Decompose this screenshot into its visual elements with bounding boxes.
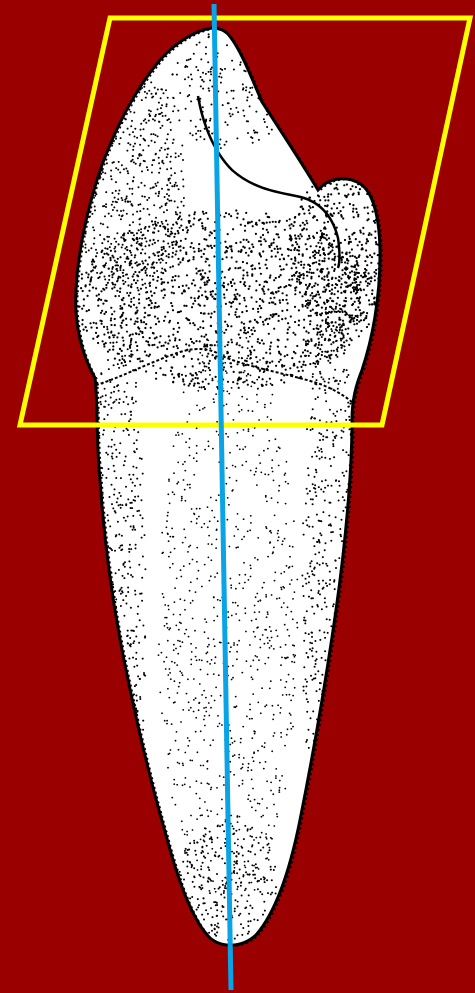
tooth-diagram	[0, 0, 475, 993]
diagram-canvas	[0, 0, 475, 993]
